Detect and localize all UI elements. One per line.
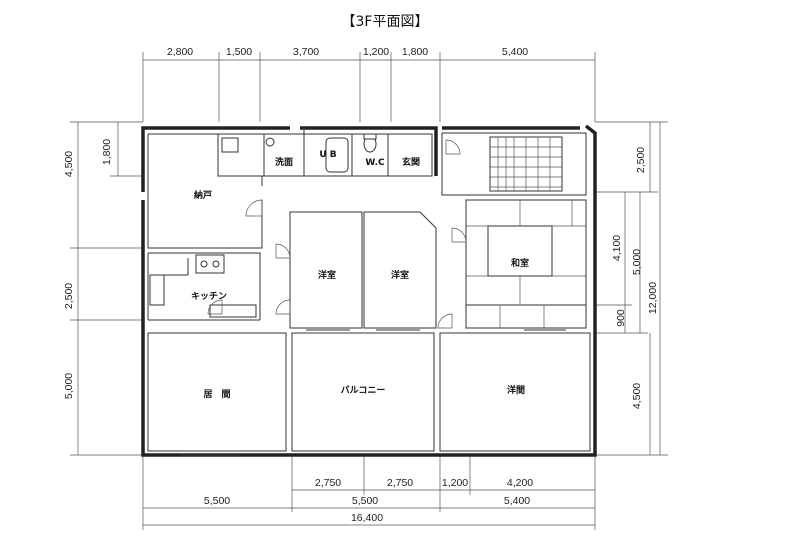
- bathtub-fixture: [325, 137, 349, 173]
- washbasin-fixture: [221, 137, 239, 153]
- dim-bottom-mid-1: 5,500: [204, 495, 230, 507]
- dim-left-1: 4,500: [63, 151, 75, 177]
- room-label-wc: W.C: [365, 158, 385, 168]
- dim-right-1: 2,500: [635, 147, 647, 173]
- room-label-washitsu: 和室: [510, 257, 529, 269]
- dim-bottom-inner-3: 1,200: [442, 477, 468, 489]
- fixtures: [149, 133, 586, 456]
- door-swings: [207, 139, 467, 329]
- room-label-balcony: バルコニー: [341, 385, 386, 396]
- dim-right-3: 5,000: [631, 249, 643, 275]
- room-label-genkan: 玄関: [402, 156, 420, 168]
- room-label-kyoma: 居 間: [203, 389, 230, 400]
- dim-top-4: 1,200: [363, 46, 389, 58]
- dim-top-3: 3,700: [293, 46, 319, 58]
- dim-top-6: 5,400: [502, 46, 528, 58]
- dim-top-2: 1,500: [226, 46, 252, 58]
- tatami-mats: [466, 200, 586, 328]
- room-labels: 納戸 洗面 U B W.C 玄関 洋室 洋室 和室 キッチン 居 間 バルコニー…: [191, 150, 529, 400]
- dim-bottom-inner-2: 2,750: [387, 477, 413, 489]
- room-label-youshitsu-1: 洋室: [318, 269, 336, 281]
- dim-top-1: 2,800: [167, 46, 193, 58]
- room-label-nando: 納戸: [194, 189, 212, 201]
- dim-bottom-mid-2: 5,500: [352, 495, 378, 507]
- room-label-senmen: 洗面: [275, 156, 293, 168]
- dim-right-4: 900: [615, 309, 627, 327]
- dim-left-3: 2,500: [63, 283, 75, 309]
- dim-bottom-total: 16,400: [351, 512, 383, 524]
- dim-bottom-inner-1: 2,750: [315, 477, 341, 489]
- room-label-kitchen: キッチン: [191, 291, 227, 302]
- room-label-youma: 洋間: [507, 384, 525, 396]
- dim-right-2: 4,100: [611, 235, 623, 261]
- dim-left-4: 5,000: [63, 373, 75, 399]
- room-label-ub: U B: [319, 150, 336, 160]
- dim-right-5: 12,000: [647, 282, 659, 314]
- dim-left-2: 1,800: [101, 139, 113, 165]
- kitchen-counter: [195, 254, 225, 274]
- window-markers: [180, 329, 566, 456]
- kitchen-sink: [149, 274, 165, 306]
- dim-right-6: 4,500: [631, 383, 643, 409]
- dimension-labels: 2,800 1,500 3,700 1,200 1,800 5,400 4,50…: [63, 46, 659, 524]
- dim-bottom-inner-4: 4,200: [507, 477, 533, 489]
- dimension-lines: [70, 52, 668, 530]
- stairs: [489, 136, 563, 192]
- dim-top-5: 1,800: [402, 46, 428, 58]
- room-label-youshitsu-2: 洋室: [391, 269, 409, 281]
- dim-bottom-mid-3: 5,400: [504, 495, 530, 507]
- walls: [141, 124, 597, 457]
- plan-title: 【3F平面図】: [342, 14, 429, 30]
